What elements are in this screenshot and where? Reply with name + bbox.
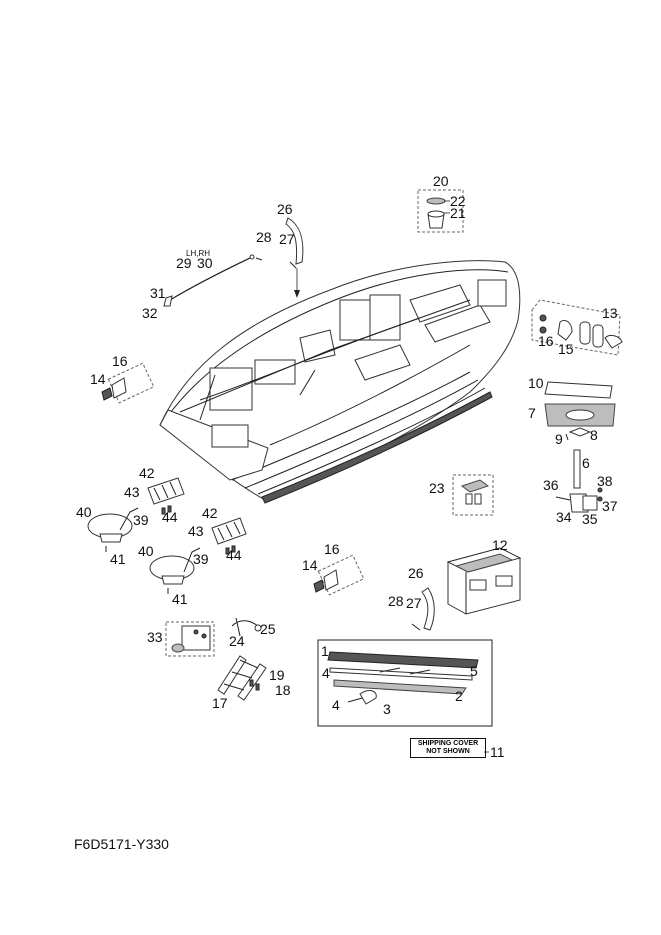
callout-23: 23 xyxy=(429,480,445,496)
seat-assembly-lower xyxy=(149,517,247,594)
callout-28-top: 28 xyxy=(256,229,272,245)
callout-35: 35 xyxy=(582,511,598,527)
rail-assembly xyxy=(163,254,263,307)
rub-rail-box xyxy=(317,639,493,727)
callout-19: 19 xyxy=(269,667,285,683)
grab-handle-top xyxy=(285,217,304,298)
plate-group xyxy=(165,621,215,657)
callout-42-lower: 42 xyxy=(202,505,218,521)
callout-36: 36 xyxy=(543,477,559,493)
callout-17: 17 xyxy=(212,695,228,711)
side-label: LH,RH xyxy=(186,249,210,258)
callout-12: 12 xyxy=(492,537,508,553)
callout-30: 30 xyxy=(197,255,213,271)
callout-31: 31 xyxy=(150,285,166,301)
callout-39-upper: 39 xyxy=(133,512,149,528)
callout-29: 29 xyxy=(176,255,192,271)
callout-44-lower: 44 xyxy=(226,547,242,563)
callout-27-top: 27 xyxy=(279,231,295,247)
callout-44-upper: 44 xyxy=(162,509,178,525)
callout-41-upper: 41 xyxy=(110,551,126,567)
panel-assembly xyxy=(544,381,616,441)
callout-14-left: 14 xyxy=(90,371,106,387)
callout-1: 1 xyxy=(321,643,329,659)
shipping-cover-note: SHIPPING COVER NOT SHOWN xyxy=(410,738,486,758)
callout-10: 10 xyxy=(528,375,544,391)
callout-34: 34 xyxy=(556,509,572,525)
cup-holder-group xyxy=(417,189,464,233)
callout-37: 37 xyxy=(602,498,618,514)
callout-5: 5 xyxy=(470,663,478,679)
callout-33: 33 xyxy=(147,629,163,645)
callout-26-top: 26 xyxy=(277,201,293,217)
callout-40-upper: 40 xyxy=(76,504,92,520)
bracket-group-right xyxy=(531,299,623,356)
callout-26-center: 26 xyxy=(408,565,424,581)
callout-20: 20 xyxy=(433,173,449,189)
clip-group-center xyxy=(313,554,365,596)
callout-7: 7 xyxy=(528,405,536,421)
callout-15: 15 xyxy=(558,341,574,357)
callout-21: 21 xyxy=(450,205,466,221)
callout-42-upper: 42 xyxy=(139,465,155,481)
callout-27-center: 27 xyxy=(406,595,422,611)
callout-11: 11 xyxy=(490,744,505,760)
callout-9: 9 xyxy=(555,431,563,447)
latch-group xyxy=(452,474,494,516)
callout-32: 32 xyxy=(142,305,158,321)
callout-labels: 20 22 21 26 28 27 LH,RH 29 30 31 32 13 1… xyxy=(76,173,618,760)
boat-hull xyxy=(159,260,521,504)
callout-16-center: 16 xyxy=(324,541,340,557)
seat-assembly-upper xyxy=(87,477,185,552)
post-bracket-assembly xyxy=(555,449,603,513)
callout-14-center: 14 xyxy=(302,557,318,573)
callout-18: 18 xyxy=(275,682,291,698)
callout-38: 38 xyxy=(597,473,613,489)
cooler xyxy=(446,547,522,615)
hose-assembly xyxy=(231,617,262,637)
callout-4-lower: 4 xyxy=(332,697,340,713)
clip-group-left xyxy=(101,362,155,404)
catalog-number: F6D5171-Y330 xyxy=(74,836,169,852)
callout-43-upper: 43 xyxy=(124,484,140,500)
callout-16-left: 16 xyxy=(112,353,128,369)
callout-4-upper: 4 xyxy=(322,665,330,681)
callout-43-lower: 43 xyxy=(188,523,204,539)
callout-6: 6 xyxy=(582,455,590,471)
callout-24: 24 xyxy=(229,633,245,649)
callout-39-lower: 39 xyxy=(193,551,209,567)
callout-41-lower: 41 xyxy=(172,591,188,607)
callout-40-lower: 40 xyxy=(138,543,154,559)
callout-16-right: 16 xyxy=(538,333,554,349)
callout-3: 3 xyxy=(383,701,391,717)
callout-8: 8 xyxy=(590,427,598,443)
shipping-note-line2: NOT SHOWN xyxy=(426,748,470,755)
callout-2: 2 xyxy=(455,688,463,704)
callout-25: 25 xyxy=(260,621,276,637)
shipping-note-line1: SHIPPING COVER xyxy=(417,740,479,747)
callout-13: 13 xyxy=(602,305,618,321)
grab-handle-center xyxy=(411,587,435,631)
callout-28-center: 28 xyxy=(388,593,404,609)
callout-22: 22 xyxy=(450,193,466,209)
ladder xyxy=(217,655,267,701)
